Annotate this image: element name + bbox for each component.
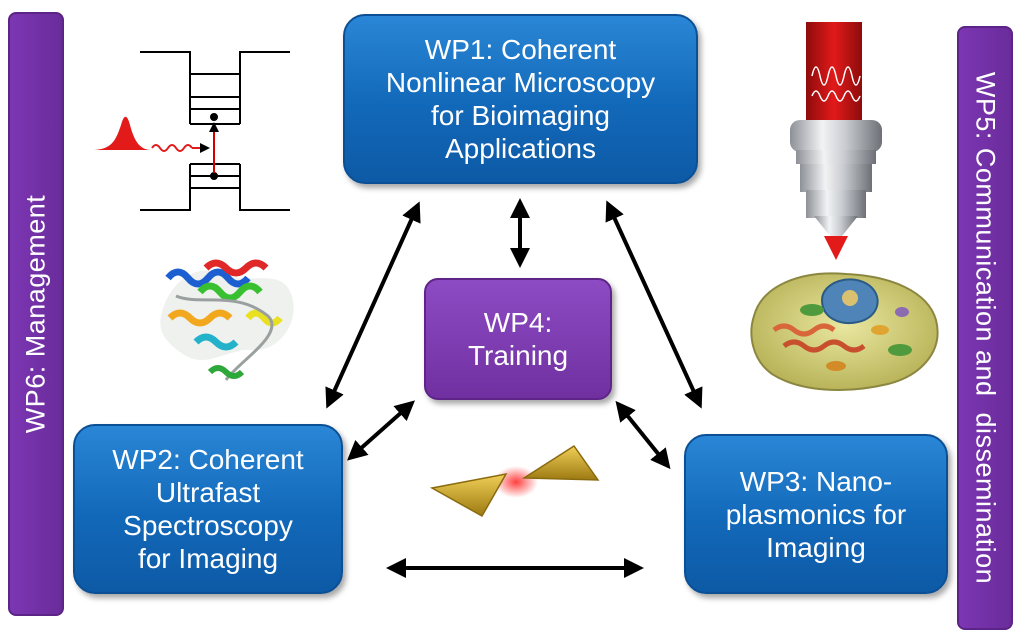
wp4-box: WP4: Training — [424, 278, 612, 400]
cell-icon — [750, 272, 939, 391]
bowtie-nanoantenna-icon — [429, 444, 600, 518]
wp4-label: WP4: Training — [467, 307, 569, 371]
energy-level-diagram-icon — [140, 51, 290, 211]
wp2-label: WP2: Coherent Ultrafast Spectroscopy for… — [112, 444, 304, 574]
wp2-box: WP2: Coherent Ultrafast Spectroscopy for… — [73, 424, 343, 594]
photon-wave — [151, 144, 193, 152]
microscope-objective-icon — [790, 22, 882, 260]
wp1-label: WP1: Coherent Nonlinear Microscopy for B… — [385, 34, 656, 164]
protein-structure-icon — [160, 259, 294, 381]
arrow-wp4-wp3 — [615, 400, 671, 470]
wp6-management-bar: WP6: Management — [8, 12, 64, 616]
arrow-wp1-wp2 — [325, 201, 421, 409]
arrow-wp1-wp3 — [605, 200, 703, 409]
wp3-label: WP3: Nano- plasmonics for Imaging — [725, 465, 907, 563]
pulse-icon — [94, 116, 150, 150]
wp1-box: WP1: Coherent Nonlinear Microscopy for B… — [343, 14, 698, 184]
arrow-wp4-wp2 — [347, 400, 415, 461]
connection-arrows — [325, 198, 703, 578]
wp5-communication-bar: WP5: Communication and dissemination — [957, 26, 1013, 630]
wp3-box: WP3: Nano- plasmonics for Imaging — [684, 434, 948, 594]
